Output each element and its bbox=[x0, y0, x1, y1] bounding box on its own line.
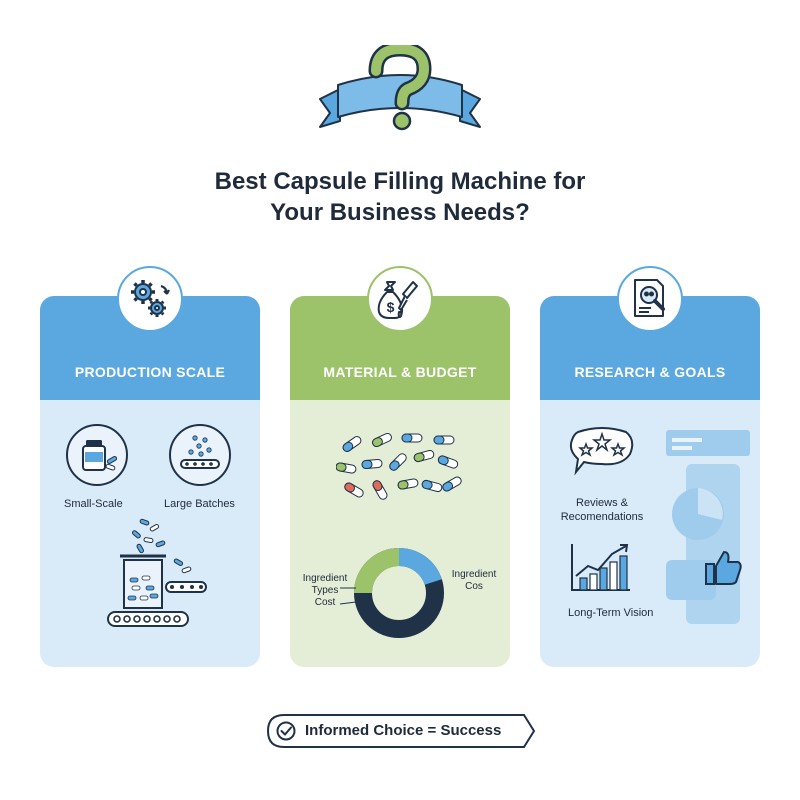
donut-label-right-line1: Ingredient bbox=[451, 569, 497, 580]
growth-chart-icon bbox=[571, 544, 630, 591]
thumbs-up-icon bbox=[705, 551, 742, 585]
card-heading: RESEARCH & GOALS bbox=[574, 364, 726, 380]
donut-label-left-line2: Types bbox=[311, 585, 339, 596]
title-line-1: Best Capsule Filling Machine for bbox=[214, 168, 586, 195]
document-magnifier-icon bbox=[634, 279, 665, 317]
badge-production bbox=[117, 266, 183, 332]
donut-label-right-line2: Cos bbox=[465, 581, 483, 592]
title-line-2: Your Business Needs? bbox=[270, 199, 530, 226]
label-reviews-line2: Recomendations bbox=[560, 511, 644, 523]
cost-donut-chart bbox=[354, 548, 444, 638]
capsules-cluster-icon bbox=[336, 431, 464, 502]
card-heading: MATERIAL & BUDGET bbox=[323, 364, 477, 380]
capsule-machine-icon bbox=[107, 518, 207, 627]
donut-label-left-line1: Ingredient bbox=[302, 573, 348, 584]
label-large-batches: Large Batches bbox=[164, 498, 235, 510]
footer-text: Informed Choice = Success bbox=[305, 722, 502, 739]
card-heading: PRODUCTION SCALE bbox=[74, 364, 226, 380]
badge-material: $ bbox=[367, 266, 433, 332]
check-circle-icon bbox=[276, 721, 296, 741]
donut-label-left-line3: Cost bbox=[314, 597, 336, 608]
capsule-bottle-icon bbox=[66, 424, 128, 486]
badge-research bbox=[617, 266, 683, 332]
donut-label-right: Ingredient Cos bbox=[448, 569, 500, 593]
donut-leader-lines bbox=[340, 587, 357, 605]
faded-dashboard-icon bbox=[666, 430, 750, 624]
money-bag-dropper-icon: $ bbox=[377, 281, 418, 319]
page-title: Best Capsule Filling Machine for Your Bu… bbox=[0, 166, 800, 228]
question-banner-icon bbox=[319, 45, 481, 131]
label-reviews: Reviews & Recomendations bbox=[552, 496, 652, 524]
conveyor-batch-icon bbox=[169, 424, 231, 486]
star-reviews-bubble-icon bbox=[569, 427, 634, 476]
gears-icon bbox=[131, 280, 170, 317]
label-small-scale: Small-Scale bbox=[64, 498, 123, 510]
svg-text:$: $ bbox=[387, 299, 395, 315]
label-long-term-vision: Long-Term Vision bbox=[568, 607, 654, 619]
footer-pill bbox=[266, 714, 536, 748]
label-reviews-line1: Reviews & bbox=[576, 497, 628, 509]
card-material-budget: MATERIAL & BUDGET bbox=[290, 296, 510, 667]
donut-label-left: Ingredient Types Cost bbox=[297, 573, 353, 609]
